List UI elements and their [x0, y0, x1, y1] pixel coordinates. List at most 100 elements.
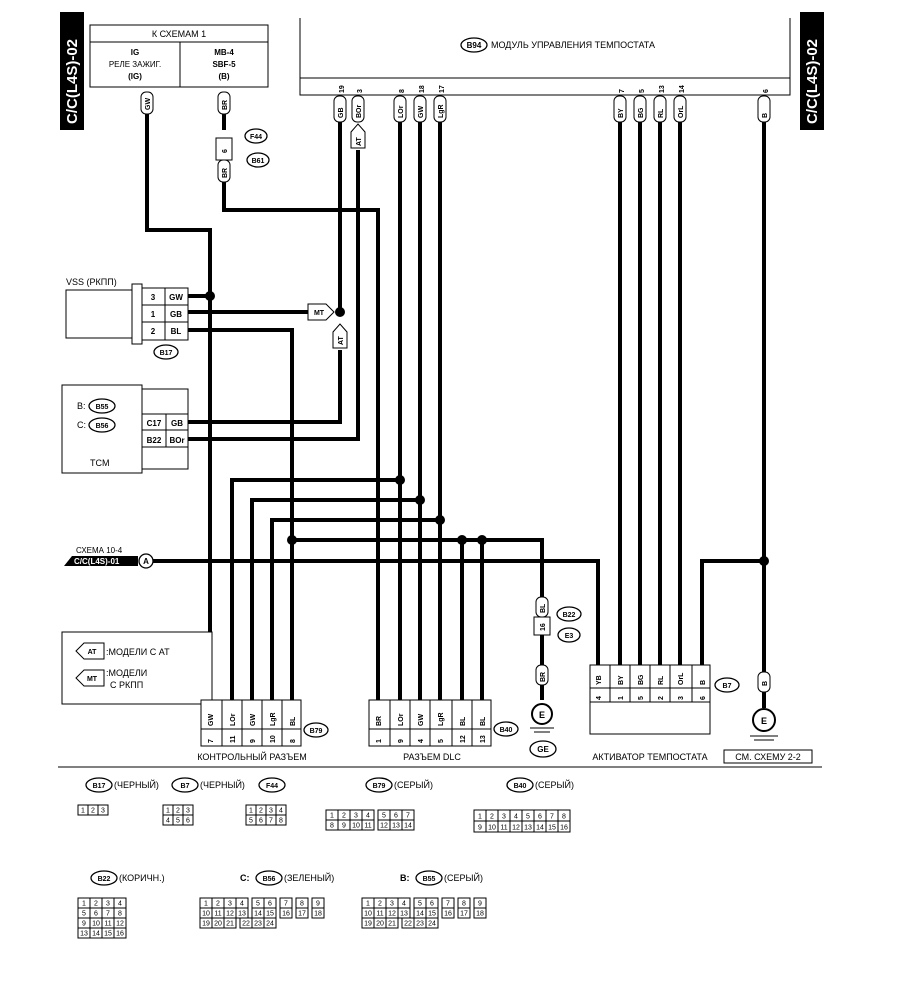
view-pin-number: 5	[382, 813, 386, 820]
actuator-pin-number: 4	[596, 696, 603, 700]
view-pin-number: 24	[266, 921, 274, 928]
view-pin-cell	[182, 814, 194, 826]
b22-e3-ground: BL 16 B22 E3 BR E GE	[529, 596, 582, 758]
view-desc: (СЕРЫЙ)	[394, 779, 433, 790]
dlc-pin-color: GW	[418, 714, 425, 726]
view-pin-number: 10	[488, 825, 496, 832]
source-box: К СХЕМАМ 1 IG РЕЛЕ ЗАЖИГ. (IG) MB-4 SBF-…	[89, 24, 269, 88]
actuator-pin-number: 6	[700, 696, 707, 700]
mt-marker: MT	[307, 303, 335, 321]
actuator-pin-number: 2	[658, 696, 665, 700]
view-prefix: C:	[240, 873, 250, 883]
view-pin-cell	[457, 907, 471, 919]
view-pin-number: 20	[214, 921, 222, 928]
left-side-tab	[60, 12, 84, 130]
svg-text:B:: B:	[77, 401, 86, 411]
view-pin-number: 14	[254, 911, 262, 918]
svg-text:6: 6	[222, 149, 229, 153]
view-pin-number: 2	[378, 901, 382, 908]
at-marker-upper: AT	[350, 123, 366, 149]
actuator-pin-color: OrL	[678, 672, 685, 685]
view-name: B79	[373, 783, 386, 790]
view-pin-number: 7	[269, 818, 273, 825]
view-pin-number: 16	[560, 825, 568, 832]
sbf-label: SBF-5	[212, 60, 236, 69]
view-pin-number: 6	[430, 901, 434, 908]
view-pin-number: 22	[242, 921, 250, 928]
view-pin-number: 4	[118, 901, 122, 908]
view-pin-number: 5	[256, 901, 260, 908]
view-pin-cell	[441, 907, 455, 919]
view-pin-number: 3	[390, 901, 394, 908]
view-pin-cell	[223, 917, 237, 929]
at-marker-lower-label: AT	[338, 335, 345, 345]
view-pin-number: 15	[266, 911, 274, 918]
module-pin-color-tag	[633, 95, 647, 123]
module-pin-color: GW	[418, 106, 425, 118]
view-pin-cell	[425, 917, 439, 929]
dlc-pin-number: 13	[480, 735, 487, 743]
control-pin-color: LgR	[270, 712, 277, 726]
actuator-pin-number: 5	[638, 696, 645, 700]
right-side-tab-text: C/C(L4S)-02	[804, 39, 821, 124]
view-prefix: B:	[400, 873, 410, 883]
view-pin-cell	[557, 820, 571, 833]
view-pin-number: 6	[186, 818, 190, 825]
view-pin-number: 22	[404, 921, 412, 928]
view-pin-number: 13	[524, 825, 532, 832]
view-pin-number: 13	[238, 911, 246, 918]
view-pin-number: 2	[94, 901, 98, 908]
view-pin-number: 19	[364, 921, 372, 928]
ground-b-ref: СМ. СХЕМУ 2-2	[735, 752, 801, 762]
view-pin-number: 6	[394, 813, 398, 820]
svg-text:BL: BL	[171, 327, 182, 336]
view-pin-cell	[361, 819, 375, 831]
view-pin-number: 3	[186, 808, 190, 815]
view-pin-number: 1	[366, 901, 370, 908]
view-pin-number: 2	[490, 814, 494, 821]
view-pin-number: 14	[416, 911, 424, 918]
vss-sensor: VSS (РКПП) 3 GW 1 GB 2 BL B17	[65, 277, 189, 360]
view-pin-number: 8	[562, 814, 566, 821]
actuator-pin-color: RL	[658, 675, 665, 685]
view-pin-number: 13	[400, 911, 408, 918]
view-pin-number: 7	[446, 901, 450, 908]
view-pin-number: 5	[526, 814, 530, 821]
schema-reference: СХЕМА 10-4 C/C(L4S)-01 A	[64, 546, 154, 569]
view-pin-number: 4	[279, 808, 283, 815]
module-pin-number: 19	[339, 85, 346, 93]
view-pin-number: 11	[364, 823, 371, 830]
splice-dot	[415, 495, 425, 505]
view-pin-number: 11	[214, 911, 221, 918]
view-pin-number: 15	[548, 825, 556, 832]
splice-dot	[457, 535, 467, 545]
svg-text:B22: B22	[147, 436, 162, 445]
view-pin-number: 10	[364, 911, 372, 918]
view-pin-number: 21	[226, 921, 234, 928]
module-pin-color: OrL	[678, 105, 685, 118]
actuator-pin-color: BG	[638, 674, 645, 685]
view-pin-number: 9	[82, 921, 86, 928]
view-pin-number: 14	[404, 823, 412, 830]
module-pin-number: 6	[763, 89, 770, 93]
view-pin-cell	[401, 819, 415, 831]
view-pin-number: 18	[314, 911, 322, 918]
view-pin-number: 24	[428, 921, 436, 928]
view-name: B17	[93, 783, 106, 790]
view-pin-number: 9	[478, 825, 482, 832]
control-pin-color: BL	[290, 716, 297, 726]
module-pin-number: 5	[639, 89, 646, 93]
view-pin-number: 1	[204, 901, 208, 908]
view-pin-number: 5	[249, 818, 253, 825]
control-pin-color: LOr	[230, 713, 237, 726]
module-pin-color: LgR	[438, 104, 445, 118]
view-desc: (КОРИЧН.)	[119, 873, 165, 883]
view-pin-number: 1	[249, 808, 253, 815]
control-pin-number: 9	[250, 739, 257, 743]
module-pin-color: B	[762, 113, 769, 118]
module-pin-color: BOr	[356, 105, 363, 119]
svg-text:B40: B40	[500, 727, 513, 734]
